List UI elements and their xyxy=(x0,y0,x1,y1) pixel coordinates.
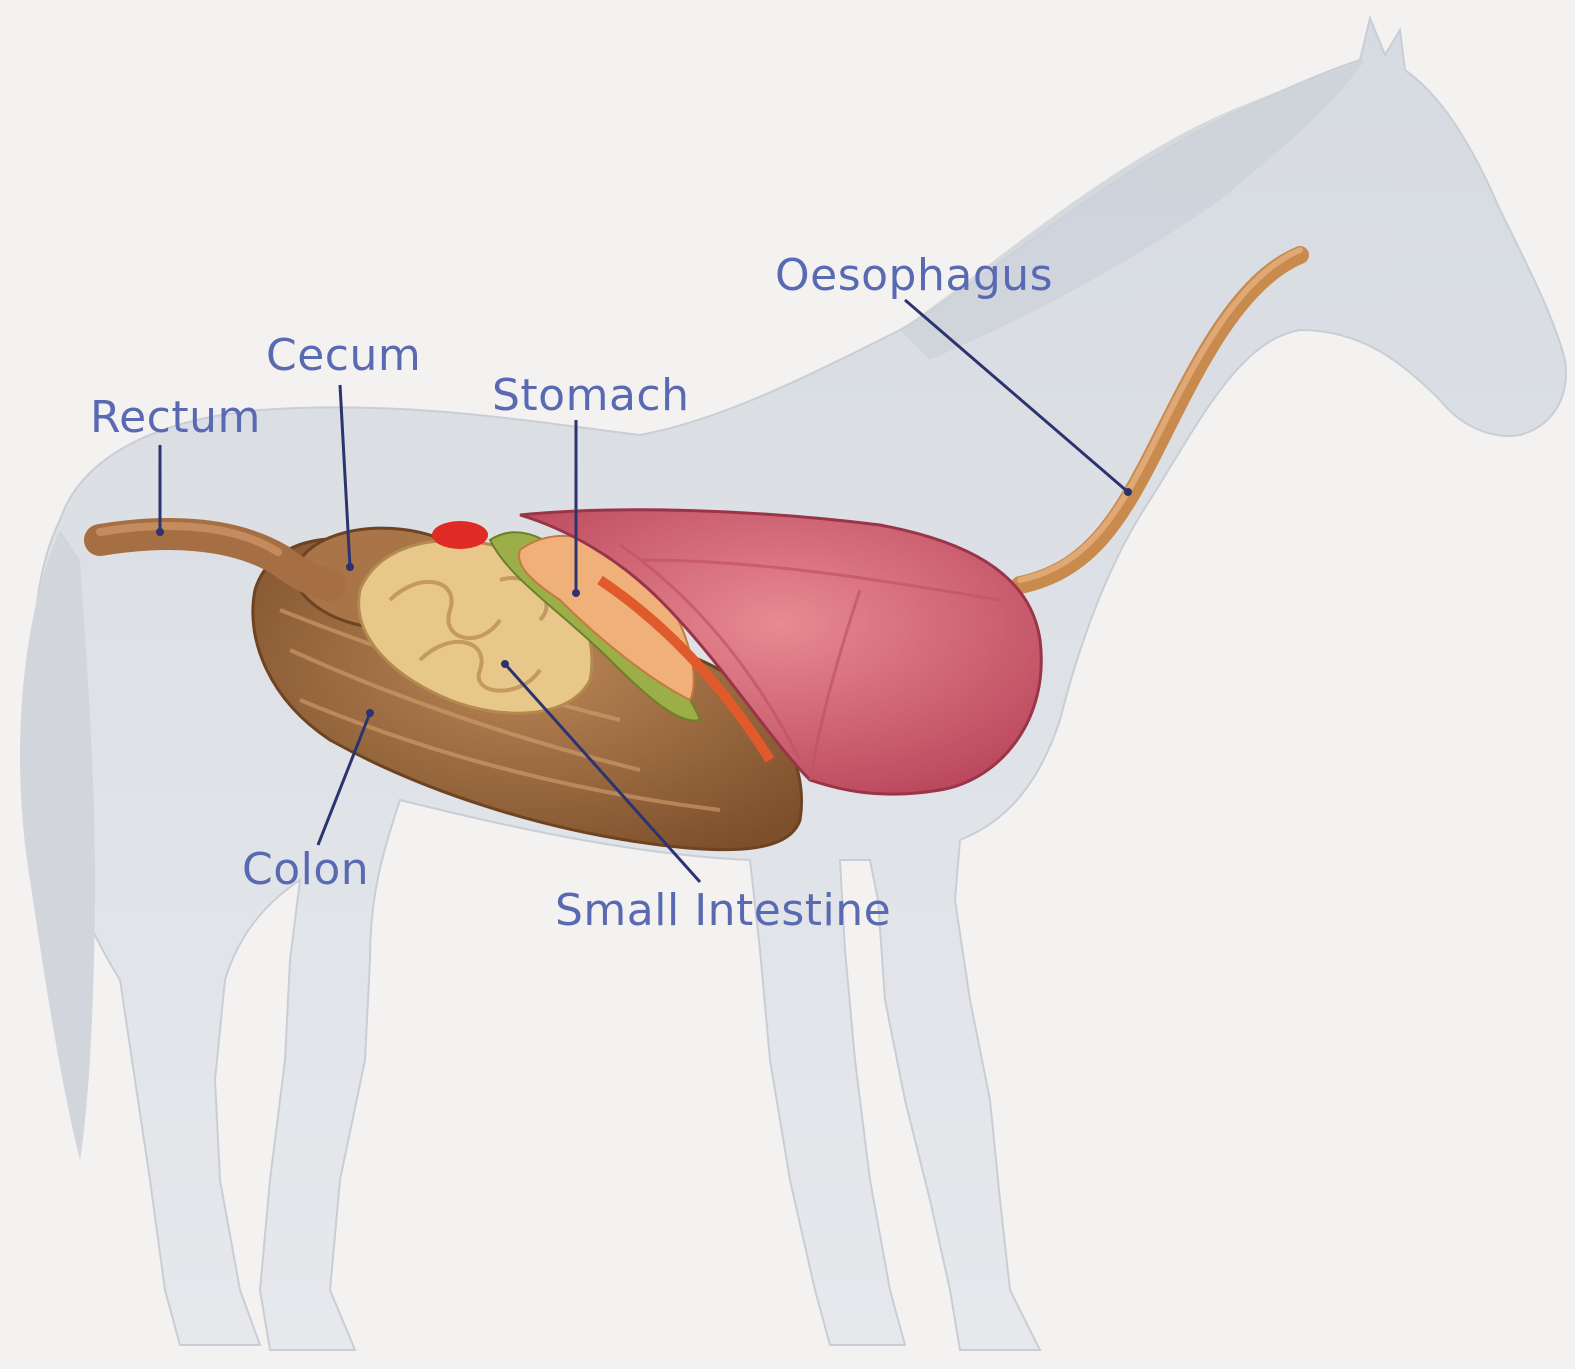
small-intestine-label: Small Intestine xyxy=(555,885,891,936)
cecum-leader-dot xyxy=(346,563,354,571)
stomach-leader-dot xyxy=(572,589,580,597)
small-intestine-leader-dot xyxy=(501,660,509,668)
colon-leader-dot xyxy=(366,709,374,717)
red-gland xyxy=(432,521,488,549)
cecum-label: Cecum xyxy=(266,330,421,381)
rectum-leader-dot xyxy=(156,528,164,536)
horse-tail xyxy=(20,530,95,1160)
stomach-label: Stomach xyxy=(492,370,690,421)
rectum-label: Rectum xyxy=(90,392,261,443)
oesophagus-label: Oesophagus xyxy=(775,250,1053,301)
colon-label: Colon xyxy=(242,844,369,895)
oesophagus-leader-dot xyxy=(1124,488,1132,496)
